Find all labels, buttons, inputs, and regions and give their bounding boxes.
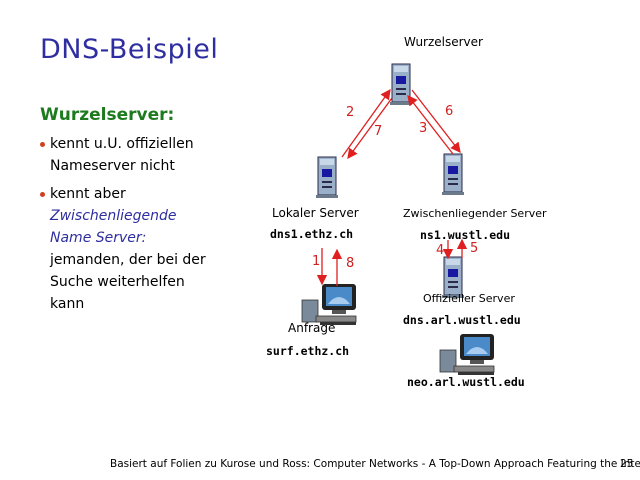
bullet-marker [40, 192, 45, 197]
step-number: 1 [312, 254, 321, 269]
local-server-label: Lokaler Server [272, 206, 359, 220]
target-host: neo.arl.wustl.edu [407, 375, 525, 389]
step-number: 2 [346, 105, 355, 120]
intermediate-server-label: Zwischenliegender Server [403, 207, 547, 220]
root-server-icon [389, 63, 413, 106]
arrow-step-2 [341, 88, 391, 158]
bullet2-line1: kennt aber [50, 186, 126, 202]
bullet2-line4: Suche weiterhelfen [50, 274, 185, 290]
bullet2-line5: kann [50, 296, 85, 312]
bullet1-line1: kennt u.U. offiziellen [50, 136, 194, 152]
client-label: Anfrage [288, 321, 336, 335]
intermediate-server-host: ns1.wustl.edu [420, 228, 511, 242]
bullet1-line2: Nameserver nicht [50, 158, 175, 174]
step-number: 3 [419, 121, 428, 136]
local-server-host: dns1.ethz.ch [270, 227, 354, 241]
arrow-step-6 [411, 89, 461, 154]
authoritative-server-host: dns.arl.wustl.edu [403, 313, 521, 327]
slide-subtitle: Wurzelserver: [40, 105, 175, 125]
arrow-step-7 [407, 94, 454, 155]
authoritative-server-label: Offizieller Server [423, 292, 515, 305]
slide-title: DNS-Beispiel [40, 34, 219, 65]
client-computer-icon [301, 283, 357, 326]
client-host: surf.ethz.ch [266, 344, 350, 358]
step-number: 7 [374, 124, 383, 139]
bullet2-italic1: Zwischenliegende [50, 208, 177, 224]
bullet2-line3: jemanden, der bei der [50, 252, 206, 268]
target-computer-icon [439, 333, 495, 376]
arrow-step-3 [347, 97, 393, 160]
bullet2-italic2: Name Server: [50, 230, 147, 246]
local-server-icon [315, 156, 339, 199]
step-number: 4 [436, 243, 445, 258]
step-number: 5 [470, 241, 479, 256]
page-number: 25 [620, 458, 634, 470]
root-server-label: Wurzelserver [404, 35, 483, 49]
footer-text: Basiert auf Folien zu Kurose und Ross: C… [110, 458, 640, 470]
intermediate-server-icon [441, 153, 465, 196]
step-number: 6 [445, 104, 454, 119]
bullet-marker [40, 142, 45, 147]
step-number: 8 [346, 256, 355, 271]
